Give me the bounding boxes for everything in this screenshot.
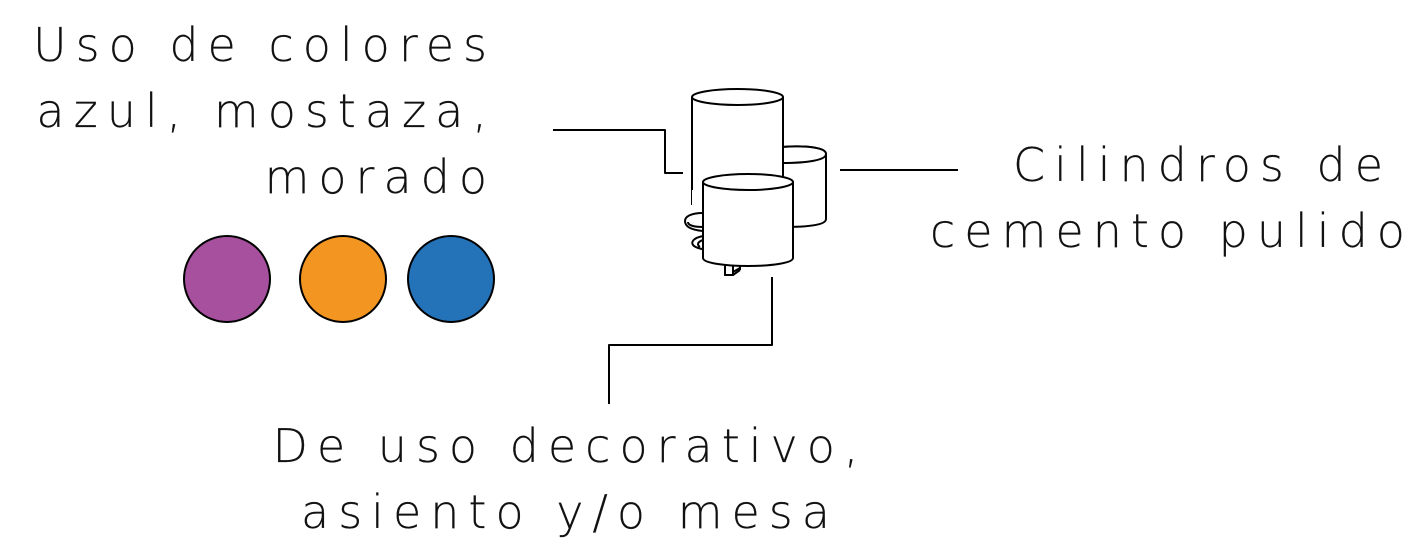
cylinders-callout-text: Cilindros de cemento pulido — [930, 132, 1413, 264]
usage-text-line-2: asiento y/o mesa — [301, 485, 839, 539]
colors-text-line-3: morado — [264, 150, 496, 204]
colors-callout-text: Uso de colores azul, mostaza, morado — [20, 12, 496, 210]
colors-text-line-1: Uso de colores — [32, 18, 496, 72]
color-swatch-orange — [299, 235, 387, 323]
color-swatch-blue — [407, 235, 495, 323]
usage-text-line-1: De uso decorativo, — [272, 419, 868, 473]
color-swatch-purple — [183, 235, 271, 323]
colors-text-line-2: azul, mostaza, — [36, 84, 496, 138]
colors-leader-line — [553, 129, 683, 174]
usage-callout-text: De uso decorativo, asiento y/o mesa — [270, 413, 870, 545]
cylinders-text-line-2: cemento pulido — [930, 204, 1413, 258]
usage-leader-line — [608, 277, 773, 404]
front-cylinder — [702, 173, 794, 267]
cylinders-text-line-1: Cilindros de — [1013, 138, 1392, 192]
